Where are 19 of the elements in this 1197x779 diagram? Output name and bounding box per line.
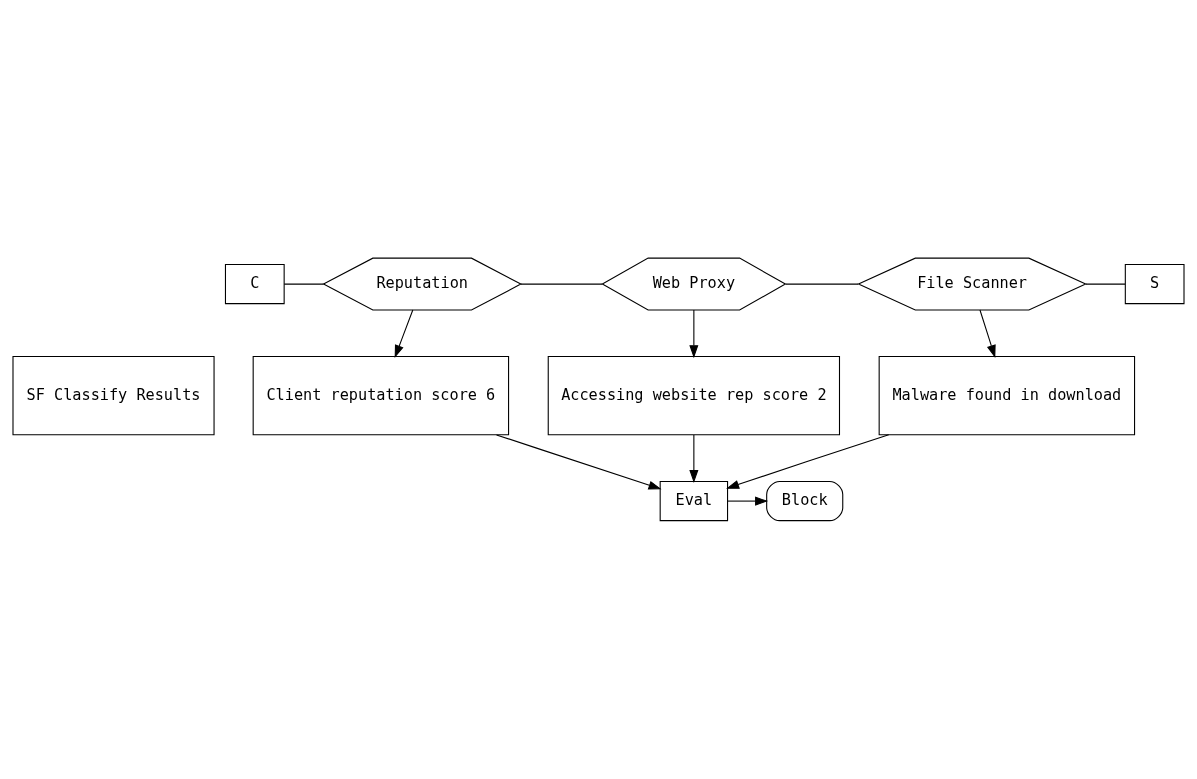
node-box: Accessing website rep score 2	[547, 356, 841, 436]
arrow	[394, 309, 414, 359]
node-box: Block	[766, 481, 844, 522]
arrow	[727, 496, 769, 506]
node-box: Client reputation score 6	[252, 356, 510, 436]
connector	[785, 283, 859, 285]
connector	[1085, 283, 1126, 285]
node-box: C	[224, 263, 285, 305]
node-box: Malware found in download	[878, 356, 1136, 436]
arrow	[689, 434, 699, 483]
connector	[283, 283, 325, 285]
arrow	[726, 434, 890, 489]
node-box: SF Classify Results	[12, 356, 215, 436]
arrow	[979, 309, 996, 359]
node-box: S	[1124, 263, 1185, 305]
connector	[520, 283, 603, 285]
arrow	[496, 434, 662, 490]
arrow	[689, 309, 699, 359]
node-box: Eval	[659, 481, 729, 522]
